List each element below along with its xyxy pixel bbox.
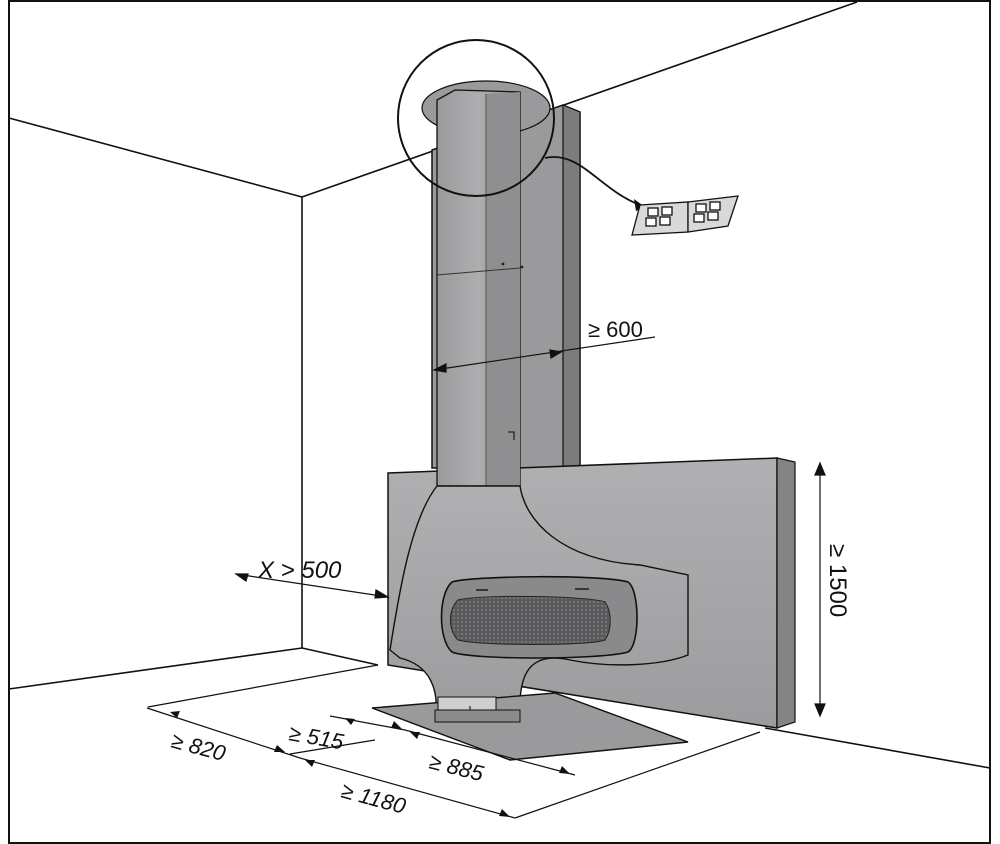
- label-side-clearance: ≥ 600: [588, 317, 643, 342]
- label-depth-min: ≥ 820: [169, 728, 229, 767]
- dim-left-wall: [234, 573, 390, 599]
- label-height: ≥ 1500: [824, 544, 851, 617]
- figure-border: [8, 0, 991, 844]
- manual-book-icon: [631, 195, 739, 236]
- label-width-min: ≥ 515: [287, 720, 346, 754]
- room-outline: [8, 1, 991, 769]
- floor-dimension-arrows: [170, 711, 570, 817]
- floor-dimension-lines: [146, 664, 761, 819]
- label-left-wall: X > 500: [257, 557, 342, 584]
- wall-panel-lower-side: [776, 457, 796, 729]
- detail-circle: [397, 39, 555, 197]
- grease-filter: [450, 595, 611, 645]
- dim-height: [814, 461, 826, 718]
- dim-side-clearance: [432, 336, 656, 373]
- label-overall-depth: ≥ 1180: [339, 778, 409, 819]
- chimney-duct-shade: [486, 92, 520, 486]
- label-plate-length: ≥ 885: [427, 749, 487, 787]
